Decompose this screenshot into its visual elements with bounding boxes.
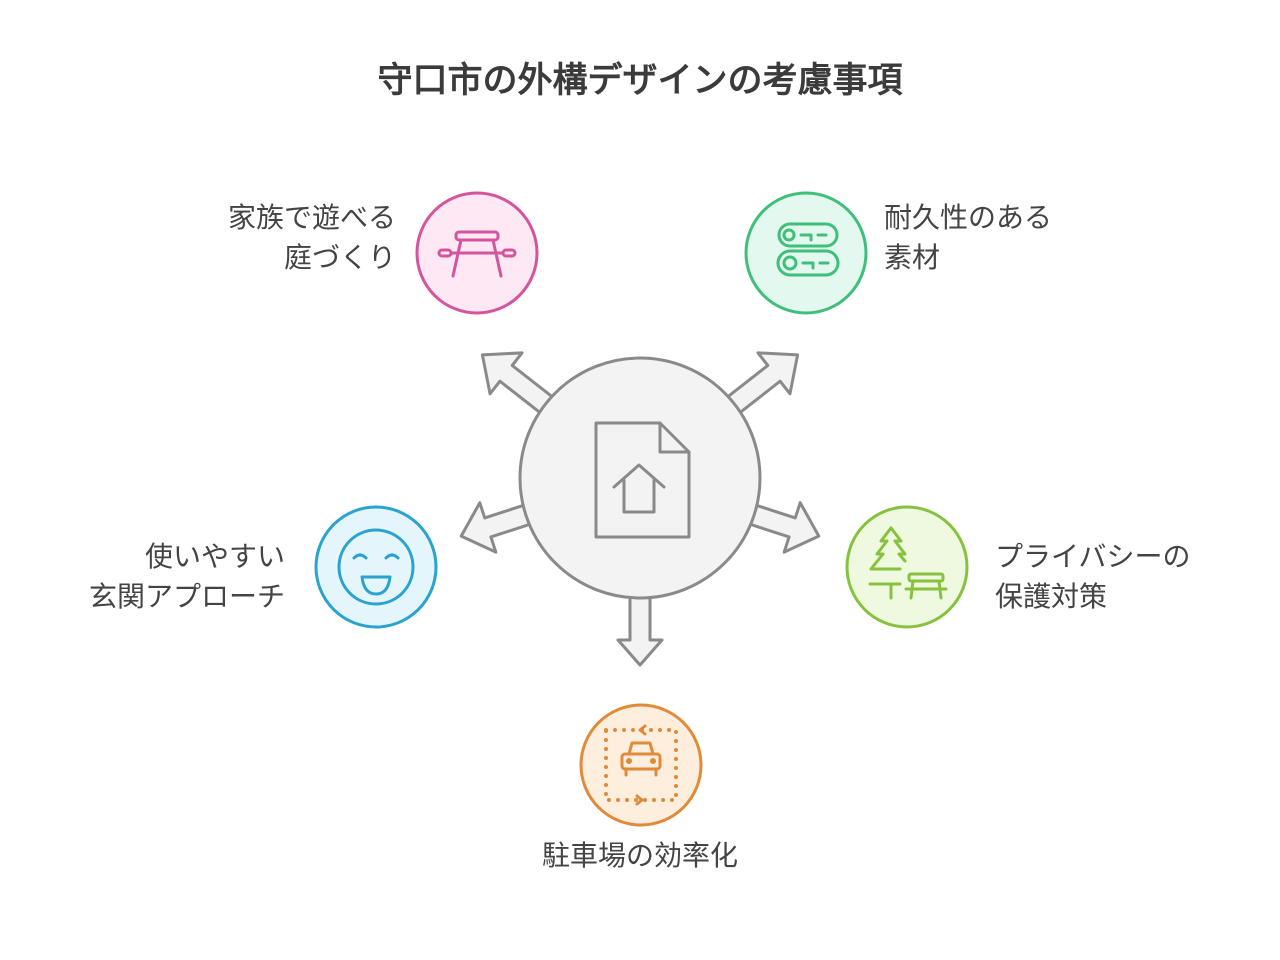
label-durable-materials: 耐久性のある 素材 (884, 201, 1053, 274)
house-document-icon (594, 421, 691, 539)
label-family-garden: 家族で遊べる 庭づくり (227, 201, 396, 274)
node-privacy (845, 505, 969, 629)
node-entrance-approach (314, 505, 438, 629)
smiley-icon (337, 528, 415, 606)
picnic-table-icon (437, 230, 517, 278)
node-durable-materials (744, 191, 868, 315)
node-family-garden (415, 191, 539, 315)
label-parking: 駐車場の効率化 (541, 839, 738, 872)
tree-bench-icon (868, 526, 948, 600)
car-parking-icon (604, 724, 678, 806)
label-privacy: プライバシーの 保護対策 (995, 540, 1191, 613)
label-entrance-approach: 使いやすい 玄関アプローチ (88, 540, 285, 613)
page-title: 守口市の外構デザインの考慮事項 (377, 61, 903, 101)
node-parking (579, 703, 703, 827)
logs-icon (776, 222, 840, 277)
hub (518, 356, 762, 600)
